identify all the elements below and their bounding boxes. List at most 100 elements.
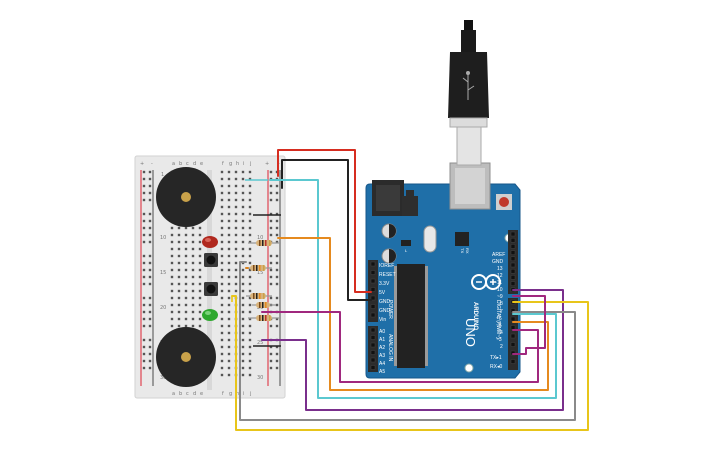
rail-hole[interactable]: [148, 366, 152, 370]
rail-hole[interactable]: [269, 254, 273, 258]
rail-hole[interactable]: [275, 268, 279, 272]
resistor-2[interactable]: [246, 265, 272, 271]
rail-hole[interactable]: [148, 345, 152, 349]
breadboard-hole[interactable]: [184, 296, 188, 300]
breadboard-hole[interactable]: [177, 303, 181, 307]
breadboard-hole[interactable]: [184, 233, 188, 237]
breadboard-hole[interactable]: [227, 345, 231, 349]
rail-hole[interactable]: [142, 261, 146, 265]
breadboard-hole[interactable]: [241, 282, 245, 286]
breadboard-hole[interactable]: [241, 233, 245, 237]
rail-hole[interactable]: [148, 352, 152, 356]
breadboard-hole[interactable]: [170, 310, 174, 314]
rail-hole[interactable]: [269, 198, 273, 202]
breadboard-hole[interactable]: [198, 261, 202, 265]
breadboard-hole[interactable]: [227, 289, 231, 293]
header-pin[interactable]: [370, 278, 376, 284]
breadboard-hole[interactable]: [198, 233, 202, 237]
breadboard-hole[interactable]: [227, 184, 231, 188]
breadboard-hole[interactable]: [248, 289, 252, 293]
breadboard-hole[interactable]: [220, 170, 224, 174]
breadboard-hole[interactable]: [234, 170, 238, 174]
breadboard-hole[interactable]: [241, 310, 245, 314]
breadboard-hole[interactable]: [220, 275, 224, 279]
header-pin[interactable]: [510, 275, 516, 280]
breadboard-hole[interactable]: [248, 268, 252, 272]
breadboard-hole[interactable]: [248, 254, 252, 258]
breadboard-hole[interactable]: [248, 184, 252, 188]
rail-hole[interactable]: [148, 198, 152, 202]
header-pin[interactable]: [370, 261, 376, 267]
breadboard-hole[interactable]: [220, 233, 224, 237]
breadboard-hole[interactable]: [234, 261, 238, 265]
breadboard-hole[interactable]: [234, 268, 238, 272]
breadboard-hole[interactable]: [248, 219, 252, 223]
rail-hole[interactable]: [148, 303, 152, 307]
rail-hole[interactable]: [148, 317, 152, 321]
rail-hole[interactable]: [275, 212, 279, 216]
breadboard-hole[interactable]: [220, 331, 224, 335]
rail-hole[interactable]: [269, 345, 273, 349]
breadboard-hole[interactable]: [191, 282, 195, 286]
breadboard-hole[interactable]: [170, 275, 174, 279]
breadboard-hole[interactable]: [227, 240, 231, 244]
rail-hole[interactable]: [142, 366, 146, 370]
breadboard-hole[interactable]: [184, 310, 188, 314]
breadboard-hole[interactable]: [220, 324, 224, 328]
breadboard-hole[interactable]: [220, 366, 224, 370]
breadboard-hole[interactable]: [220, 261, 224, 265]
breadboard-hole[interactable]: [184, 303, 188, 307]
breadboard-hole[interactable]: [234, 219, 238, 223]
breadboard-hole[interactable]: [227, 275, 231, 279]
breadboard-hole[interactable]: [241, 247, 245, 251]
breadboard-hole[interactable]: [234, 282, 238, 286]
breadboard-hole[interactable]: [227, 212, 231, 216]
breadboard-hole[interactable]: [248, 373, 252, 377]
breadboard-hole[interactable]: [220, 289, 224, 293]
breadboard-hole[interactable]: [241, 275, 245, 279]
breadboard-hole[interactable]: [248, 191, 252, 195]
header-pin[interactable]: [510, 231, 516, 237]
breadboard-hole[interactable]: [227, 296, 231, 300]
breadboard-hole[interactable]: [241, 191, 245, 195]
wire-magenta-1[interactable]: [261, 311, 539, 383]
breadboard-hole[interactable]: [241, 289, 245, 293]
resistor-4[interactable]: [248, 315, 281, 321]
wire-cyan[interactable]: [269, 179, 557, 399]
breadboard-hole[interactable]: [177, 275, 181, 279]
breadboard-hole[interactable]: [220, 310, 224, 314]
breadboard-hole[interactable]: [241, 226, 245, 230]
rail-hole[interactable]: [275, 324, 279, 328]
rail-hole[interactable]: [269, 352, 273, 356]
header-pin[interactable]: [510, 256, 516, 262]
breadboard-hole[interactable]: [241, 177, 245, 181]
rail-hole[interactable]: [269, 268, 273, 272]
header-pin[interactable]: [510, 359, 516, 364]
rail-hole[interactable]: [269, 212, 273, 216]
breadboard-hole[interactable]: [191, 317, 195, 321]
breadboard-hole[interactable]: [184, 324, 188, 328]
breadboard-hole[interactable]: [220, 268, 224, 272]
breadboard-hole[interactable]: [248, 212, 252, 216]
breadboard-hole[interactable]: [220, 359, 224, 363]
rail-hole[interactable]: [148, 184, 152, 188]
rail-hole[interactable]: [142, 233, 146, 237]
rail-hole[interactable]: [275, 184, 279, 188]
breadboard-hole[interactable]: [248, 240, 252, 244]
breadboard-hole[interactable]: [220, 212, 224, 216]
rail-hole[interactable]: [142, 352, 146, 356]
breadboard-hole[interactable]: [177, 254, 181, 258]
breadboard-hole[interactable]: [234, 177, 238, 181]
breadboard-hole[interactable]: [170, 303, 174, 307]
breadboard-hole[interactable]: [220, 345, 224, 349]
breadboard-hole[interactable]: [248, 303, 252, 307]
breadboard-hole[interactable]: [170, 247, 174, 251]
breadboard-hole[interactable]: [248, 247, 252, 251]
header-pin[interactable]: [370, 270, 376, 275]
breadboard-hole[interactable]: [170, 268, 174, 272]
header-pin[interactable]: [510, 244, 516, 249]
breadboard-hole[interactable]: [220, 205, 224, 209]
breadboard-hole[interactable]: [220, 226, 224, 230]
breadboard-hole[interactable]: [220, 352, 224, 356]
breadboard-hole[interactable]: [241, 212, 245, 216]
